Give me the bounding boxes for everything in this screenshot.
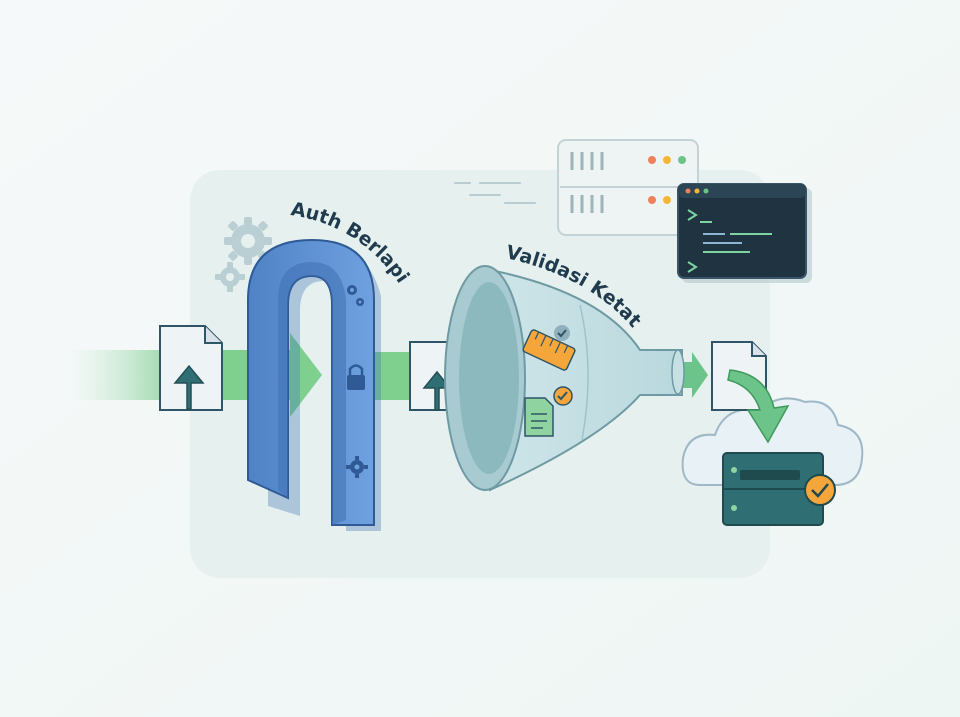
terminal-window-icon [677,183,812,283]
ruler-icon [522,329,576,371]
gear-icon [347,285,364,306]
check-icon [804,474,836,506]
download-arrow [727,369,790,444]
lock-icon [347,364,365,390]
check-icon [553,386,573,406]
document-icon [524,397,554,437]
file-upload-icon [159,325,223,411]
gear-icon [346,456,368,478]
validation-funnel [444,265,685,492]
speed-lines [454,182,536,204]
storage-server-icon [722,452,836,526]
check-icon [554,325,570,341]
server-rack-icon [557,139,699,236]
auth-arch [247,238,381,531]
gear-icon [215,217,272,292]
